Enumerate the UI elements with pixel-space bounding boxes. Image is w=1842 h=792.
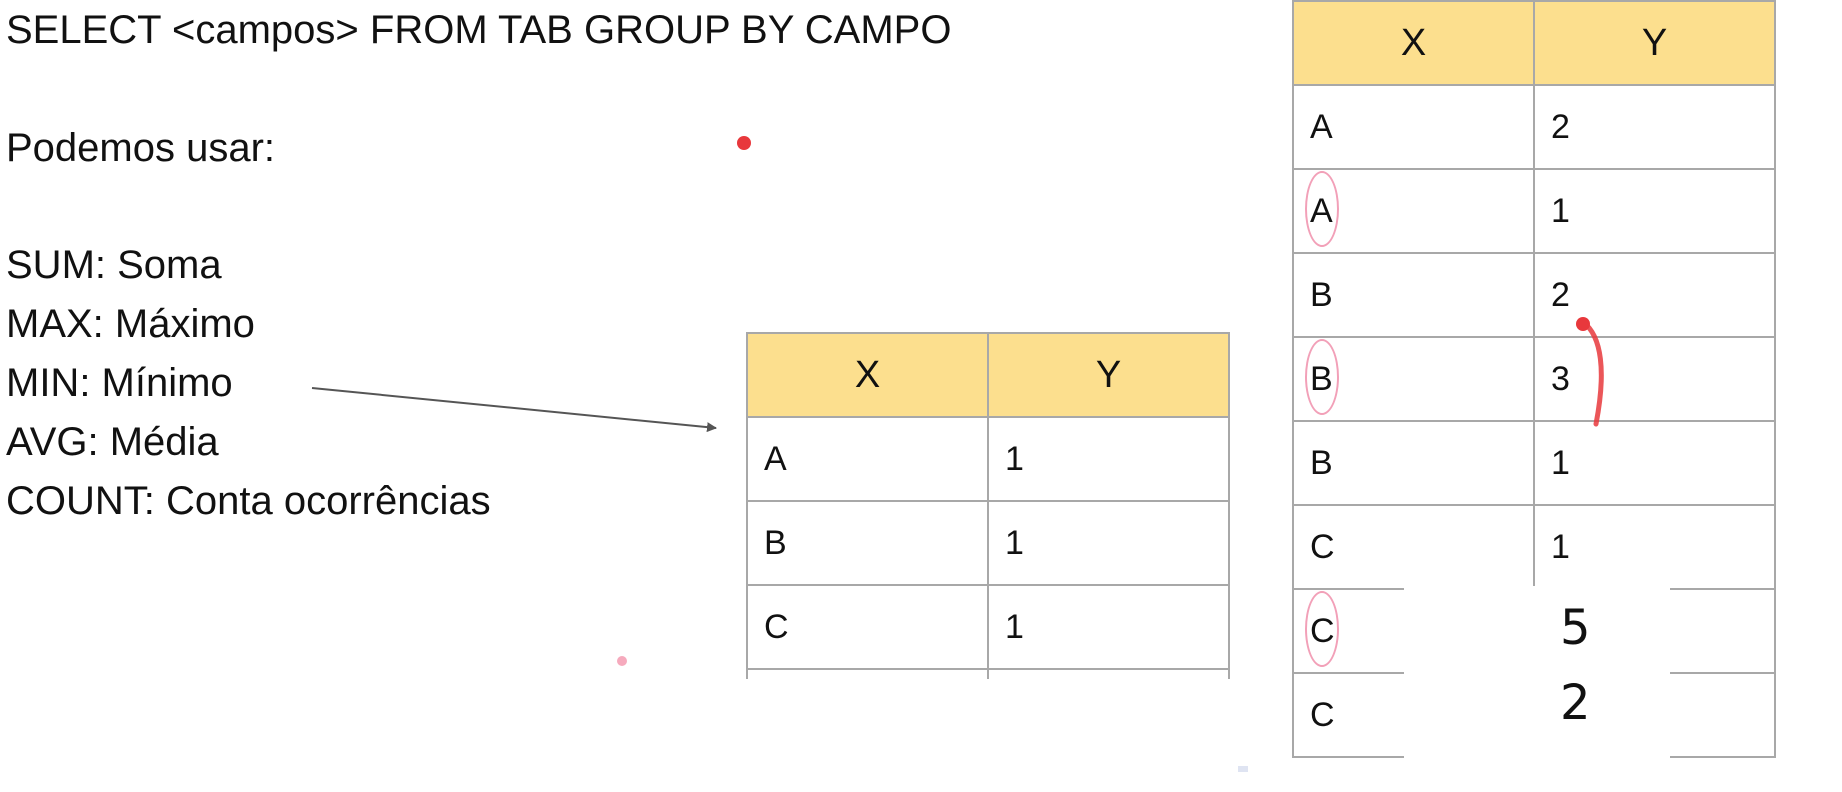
cell-x: B	[1292, 420, 1535, 506]
cell-y: 1	[1533, 504, 1776, 590]
cell-y: 2	[1533, 84, 1776, 170]
overlay-number: 5	[1560, 600, 1591, 656]
function-min: MIN: Mínimo	[6, 361, 233, 405]
cell-y: 1	[987, 416, 1230, 502]
cell-y: 3	[1533, 336, 1776, 422]
cell-x-circled: A	[1292, 168, 1535, 254]
function-avg: AVG: Média	[6, 420, 219, 464]
cell-x: B	[1292, 252, 1535, 338]
table-row: A 2	[1292, 84, 1776, 170]
table-row-stub	[746, 668, 1230, 679]
function-sum: SUM: Soma	[6, 243, 222, 287]
column-header-y: Y	[1533, 0, 1776, 86]
overlay-patch	[1404, 586, 1670, 788]
table-row: B 1	[1292, 420, 1776, 506]
table-row: C 1	[1292, 504, 1776, 590]
speck-mark	[1238, 766, 1248, 772]
red-dot-mark	[737, 136, 751, 150]
table-row: B 2	[1292, 252, 1776, 338]
cell-y: 2	[1533, 252, 1776, 338]
table-row: A 1	[1292, 168, 1776, 254]
cell-empty	[746, 668, 989, 679]
table-row: B 1	[746, 500, 1230, 586]
overlay-number: 2	[1560, 675, 1591, 731]
cell-x-text: C	[1310, 611, 1335, 650]
function-count: COUNT: Conta ocorrências	[6, 479, 491, 523]
cell-x: A	[746, 416, 989, 502]
pink-dot-mark	[617, 656, 627, 666]
query-text: SELECT <campos> FROM TAB GROUP BY CAMPO	[6, 8, 952, 52]
table-header-row: X Y	[746, 332, 1230, 418]
cell-x-text: A	[1310, 191, 1333, 230]
cell-x-text: B	[1310, 359, 1333, 398]
cell-y: 1	[987, 500, 1230, 586]
column-header-x: X	[746, 332, 989, 418]
cell-x: C	[746, 584, 989, 670]
table-row: C 1	[746, 584, 1230, 670]
cell-y: 1	[1533, 420, 1776, 506]
cell-x-circled: B	[1292, 336, 1535, 422]
table-row: B 3	[1292, 336, 1776, 422]
column-header-y: Y	[987, 332, 1230, 418]
table-row: A 1	[746, 416, 1230, 502]
table-header-row: X Y	[1292, 0, 1776, 86]
column-header-x: X	[1292, 0, 1535, 86]
arrow-to-result-table	[311, 387, 717, 433]
intro-text: Podemos usar:	[6, 126, 276, 170]
cell-empty	[987, 668, 1230, 679]
cell-x: B	[746, 500, 989, 586]
cell-x: C	[1292, 504, 1535, 590]
cell-y: 1	[987, 584, 1230, 670]
function-max: MAX: Máximo	[6, 302, 255, 346]
cell-y: 1	[1533, 168, 1776, 254]
result-table: X Y A 1 B 1 C 1	[746, 332, 1230, 679]
cell-x: A	[1292, 84, 1535, 170]
